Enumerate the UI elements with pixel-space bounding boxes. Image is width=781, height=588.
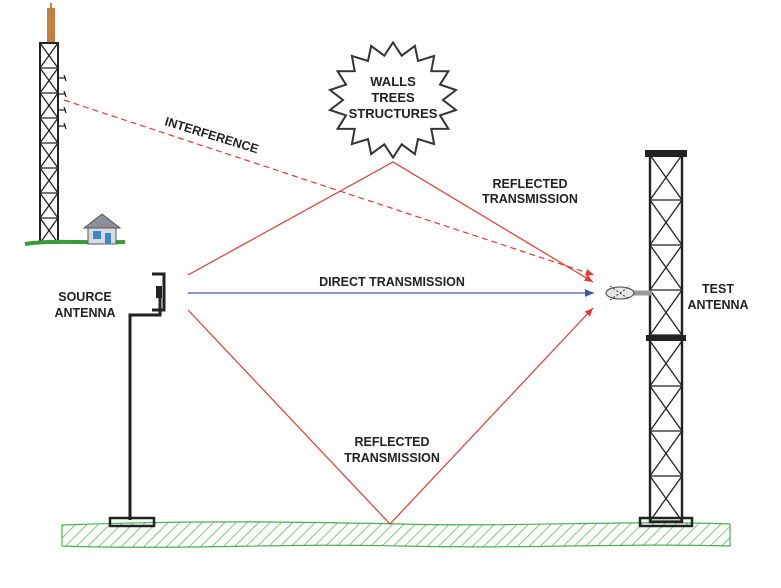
tower-base — [638, 516, 694, 528]
label-source-2: ANTENNA — [54, 306, 115, 320]
interference-line — [63, 99, 595, 276]
label-direct: DIRECT TRANSMISSION — [319, 275, 465, 289]
house — [82, 213, 122, 245]
label-test-2: ANTENNA — [687, 298, 748, 312]
label-reflected-bottom-1: REFLECTED — [355, 435, 430, 449]
label-walls: WALLS — [370, 74, 416, 89]
label-test-1: TEST — [702, 282, 734, 296]
tower-tip — [47, 8, 55, 43]
interference-tower — [24, 3, 126, 246]
label-reflected-bottom-2: TRANSMISSION — [344, 451, 440, 465]
mast-base — [108, 516, 156, 528]
label-reflected-top-2: TRANSMISSION — [482, 192, 578, 206]
label-structures: STRUCTURES — [349, 106, 438, 121]
test-antenna-element — [605, 285, 635, 301]
reflected-path-bottom — [187, 307, 594, 525]
test-tower — [605, 150, 694, 528]
house-door — [105, 233, 111, 244]
label-source-1: SOURCE — [58, 290, 111, 304]
antenna-elements — [58, 74, 67, 130]
house-window — [93, 231, 101, 239]
label-interference: INTERFERENCE — [163, 114, 260, 156]
ground — [61, 521, 731, 548]
horn-antenna — [152, 272, 166, 312]
label-reflected-top-1: REFLECTED — [493, 177, 568, 191]
source-antenna — [108, 272, 166, 528]
label-trees: TREES — [371, 90, 415, 105]
reflected-path-top — [187, 161, 594, 283]
obstacle-burst — [327, 40, 459, 160]
